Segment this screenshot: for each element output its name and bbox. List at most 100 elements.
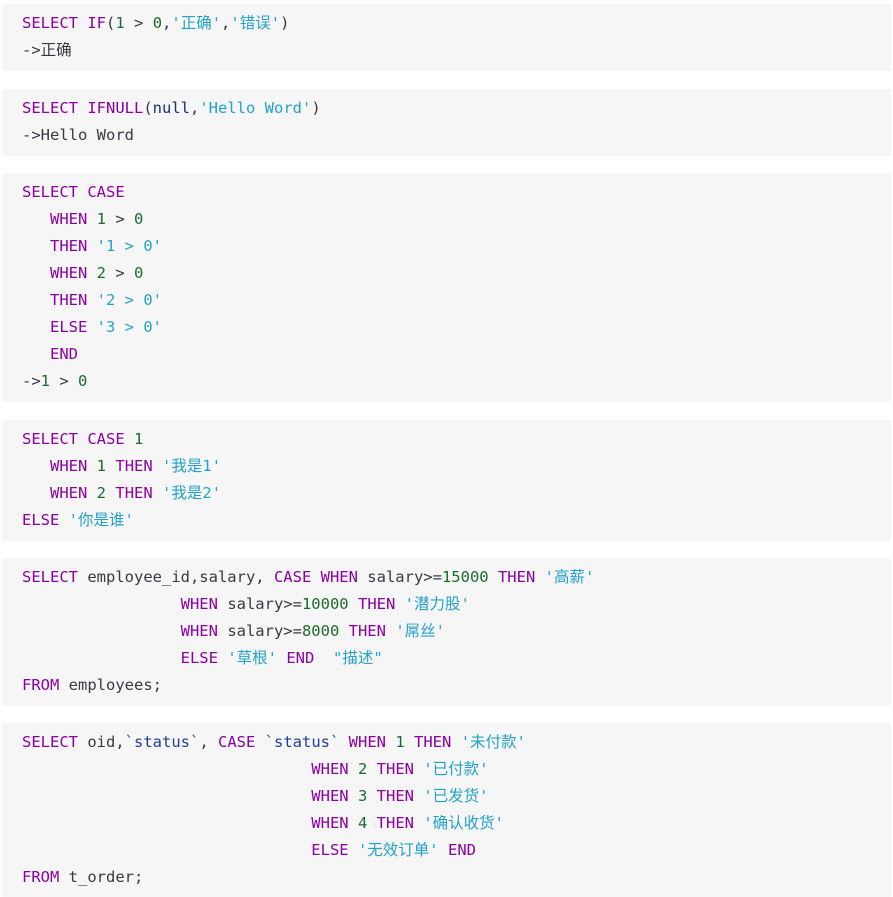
code-token: , bbox=[199, 733, 218, 751]
code-token bbox=[339, 622, 348, 640]
code-token: WHEN bbox=[311, 787, 358, 805]
code-line: END bbox=[22, 341, 78, 368]
code-token: '未付款' bbox=[460, 733, 526, 751]
code-token: 0 bbox=[78, 372, 88, 390]
code-token: THEN bbox=[50, 291, 97, 309]
code-token: THEN bbox=[376, 787, 424, 805]
code-token bbox=[22, 291, 50, 309]
code-token bbox=[349, 595, 358, 613]
code-token: ->正确 bbox=[22, 41, 72, 59]
code-token: ELSE bbox=[50, 318, 97, 336]
code-token: 2 bbox=[96, 484, 107, 502]
code-token bbox=[314, 649, 333, 667]
code-token: SELECT bbox=[22, 14, 88, 32]
code-token: THEN bbox=[376, 760, 424, 778]
code-token: salary>= bbox=[367, 568, 442, 586]
code-token: > bbox=[106, 264, 135, 282]
code-token: salary>= bbox=[227, 622, 302, 640]
code-token: employees; bbox=[68, 676, 162, 694]
code-token: WHEN bbox=[180, 622, 228, 640]
code-token: WHEN bbox=[50, 210, 97, 228]
code-token: WHEN bbox=[311, 760, 358, 778]
code-token: '潜力股' bbox=[404, 595, 470, 613]
code-line: ELSE '草根' END "描述" bbox=[22, 645, 383, 672]
code-line: SELECT CASE 1 bbox=[22, 426, 143, 453]
code-token bbox=[106, 457, 115, 475]
code-token: , bbox=[190, 99, 200, 117]
code-token: ) bbox=[280, 14, 290, 32]
code-token: 2 bbox=[357, 760, 368, 778]
code-token: 8000 bbox=[301, 622, 340, 640]
code-block-order-status-case: SELECT oid,`status`, CASE `status` WHEN … bbox=[2, 723, 891, 897]
code-line: ->正确 bbox=[22, 37, 72, 64]
code-token: CASE WHEN bbox=[273, 568, 368, 586]
code-token: 1 bbox=[395, 733, 405, 751]
code-line: WHEN 2 THEN '已付款' bbox=[22, 756, 489, 783]
code-token bbox=[367, 787, 376, 805]
code-token bbox=[339, 733, 348, 751]
code-line: WHEN salary>=10000 THEN '潜力股' bbox=[22, 591, 470, 618]
code-token bbox=[22, 595, 181, 613]
code-token: 0 bbox=[134, 210, 144, 228]
code-token: 2 bbox=[96, 264, 107, 282]
code-line: FROM t_order; bbox=[22, 864, 143, 891]
code-token: THEN bbox=[115, 484, 163, 502]
code-token: 10000 bbox=[301, 595, 349, 613]
code-token: THEN bbox=[50, 237, 97, 255]
code-token: WHEN bbox=[50, 264, 97, 282]
code-token: '已付款' bbox=[423, 760, 489, 778]
code-token: END bbox=[50, 345, 78, 363]
code-token: ->Hello Word bbox=[22, 126, 134, 144]
code-token: 1 bbox=[133, 430, 144, 448]
code-line: ELSE '无效订单' END bbox=[22, 837, 476, 864]
code-line: WHEN salary>=8000 THEN '屌丝' bbox=[22, 618, 445, 645]
code-token bbox=[22, 787, 311, 805]
code-token: '已发货' bbox=[423, 787, 489, 805]
code-token: '高薪' bbox=[544, 568, 595, 586]
code-token bbox=[22, 210, 50, 228]
code-line: SELECT employee_id,salary, CASE WHEN sal… bbox=[22, 564, 594, 591]
code-token: THEN bbox=[357, 595, 405, 613]
code-token: 1 bbox=[115, 14, 125, 32]
code-token: WHEN bbox=[311, 814, 358, 832]
code-token: ) bbox=[311, 99, 321, 117]
code-token: '正确' bbox=[171, 14, 222, 32]
code-token: `status` bbox=[264, 733, 340, 751]
code-token: > bbox=[50, 372, 79, 390]
code-token bbox=[405, 733, 414, 751]
code-token bbox=[22, 814, 311, 832]
code-line: WHEN 1 THEN '我是1' bbox=[22, 453, 221, 480]
code-token: IFNULL bbox=[87, 99, 144, 117]
code-token: > bbox=[124, 14, 153, 32]
code-line: WHEN 2 > 0 bbox=[22, 260, 143, 287]
code-token: SELECT CASE bbox=[22, 183, 125, 201]
code-token: SELECT bbox=[22, 99, 88, 117]
code-token bbox=[439, 841, 448, 859]
code-token: '草根' bbox=[227, 649, 277, 667]
code-token: WHEN bbox=[348, 733, 396, 751]
code-block-if: SELECT IF(1 > 0,'正确','错误')->正确 bbox=[2, 4, 891, 71]
code-token: , bbox=[221, 14, 231, 32]
code-token bbox=[22, 622, 181, 640]
code-token bbox=[489, 568, 498, 586]
code-token: -> bbox=[22, 372, 41, 390]
code-line: WHEN 3 THEN '已发货' bbox=[22, 783, 489, 810]
code-token: WHEN bbox=[50, 484, 97, 502]
code-token: '错误' bbox=[230, 14, 281, 32]
code-token bbox=[22, 649, 181, 667]
code-token bbox=[22, 237, 50, 255]
code-token: WHEN bbox=[180, 595, 228, 613]
code-token: ELSE bbox=[180, 649, 228, 667]
code-token: '确认收货' bbox=[423, 814, 504, 832]
code-token: THEN bbox=[115, 457, 163, 475]
code-line: SELECT CASE bbox=[22, 179, 125, 206]
code-token: ( bbox=[106, 14, 116, 32]
code-line: SELECT oid,`status`, CASE `status` WHEN … bbox=[22, 729, 526, 756]
code-token: FROM bbox=[22, 868, 69, 886]
code-token: '3 > 0' bbox=[96, 318, 162, 336]
code-token: '你是谁' bbox=[68, 511, 134, 529]
code-token: '2 > 0' bbox=[96, 291, 162, 309]
code-token: END bbox=[286, 649, 315, 667]
code-token: '屌丝' bbox=[395, 622, 445, 640]
code-line: ->1 > 0 bbox=[22, 368, 87, 395]
